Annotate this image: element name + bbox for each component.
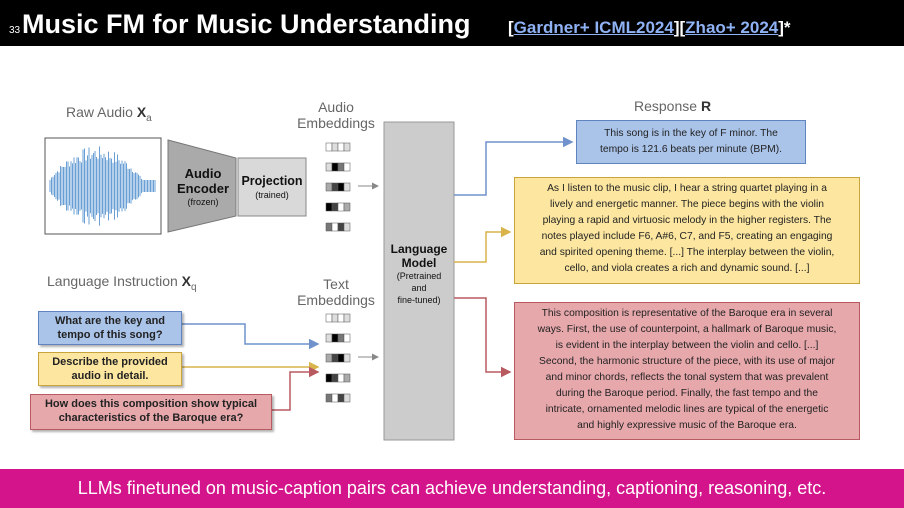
text-embedding-tokens [325,313,351,403]
waveform-icon [49,146,156,226]
audio-token-cell [331,202,339,212]
audio-token-cell [325,202,333,212]
audio-token-cell [343,202,351,212]
text-token-cell [337,313,345,323]
text-token-cell [325,393,333,403]
text-token-cell [343,373,351,383]
audio-token-cell [331,182,339,192]
audio-token-cell [331,222,339,232]
projection-text: Projection (trained) [241,174,303,200]
audio-embedding-tokens [325,142,351,232]
projection-block [237,157,307,217]
text-token-cell [331,373,339,383]
references: [Gardner+ ICML2024][Zhao+ 2024]* [508,18,791,37]
language-model-block [383,121,455,441]
language-instruction-label: Language Instruction Xq [47,273,197,293]
response-label: Response R [634,98,712,114]
text-token-cell [343,333,351,343]
text-token-cell [343,353,351,363]
language-model-text: Language Model (Pretrained and fine-tune… [390,242,448,305]
text-token-cell [337,373,345,383]
text-token-cell [331,393,339,403]
audio-token-cell [337,202,345,212]
audio-token-cell [325,142,333,152]
text-token-cell [331,313,339,323]
audio-token-cell [337,222,345,232]
text-token-cell [331,333,339,343]
slide-footer: LLMs finetuned on music-caption pairs ca… [0,469,904,508]
audio-encoder-block [167,139,237,233]
audio-token-cell [331,162,339,172]
audio-token-cell [337,142,345,152]
response-baroque: This composition is representative of th… [514,302,860,440]
response-2-arrow [454,226,512,263]
ref-link-zhao[interactable]: Zhao+ 2024 [685,18,779,37]
text-token-cell [343,393,351,403]
raw-audio-label: Raw Audio Xa [66,104,152,124]
audio-token-cell [343,182,351,192]
audio-token-cell [325,182,333,192]
audio-token-cell [337,182,345,192]
audio-token-cell [343,162,351,172]
text-token-cell [325,373,333,383]
instruction-3-arrow [272,366,320,411]
text-token-cell [325,353,333,363]
slide-header: 33 Music FM for Music Understanding [Gar… [0,0,904,46]
audio-token-cell [325,222,333,232]
slide-title: Music FM for Music Understanding [22,9,471,39]
text-token-cell [337,333,345,343]
text-token-cell [337,393,345,403]
text-token-cell [325,313,333,323]
text-token-cell [325,333,333,343]
audio-token-cell [343,142,351,152]
instruction-1-arrow [182,323,320,350]
text-token-cell [343,313,351,323]
page-number: 33 [9,25,21,36]
audio-encoder-text: Audio Encoder (frozen) [176,166,229,207]
text-token-cell [337,353,345,363]
response-1-arrow [454,136,574,196]
audio-token-cell [343,222,351,232]
audio-token-cell [331,142,339,152]
ref-link-gardner[interactable]: Gardner+ ICML2024 [513,18,674,37]
audio-token-cell [325,162,333,172]
audio-token-cell [337,162,345,172]
text-token-cell [331,353,339,363]
response-3-arrow [454,297,512,378]
response-describe-audio: As I listen to the music clip, I hear a … [514,177,860,284]
